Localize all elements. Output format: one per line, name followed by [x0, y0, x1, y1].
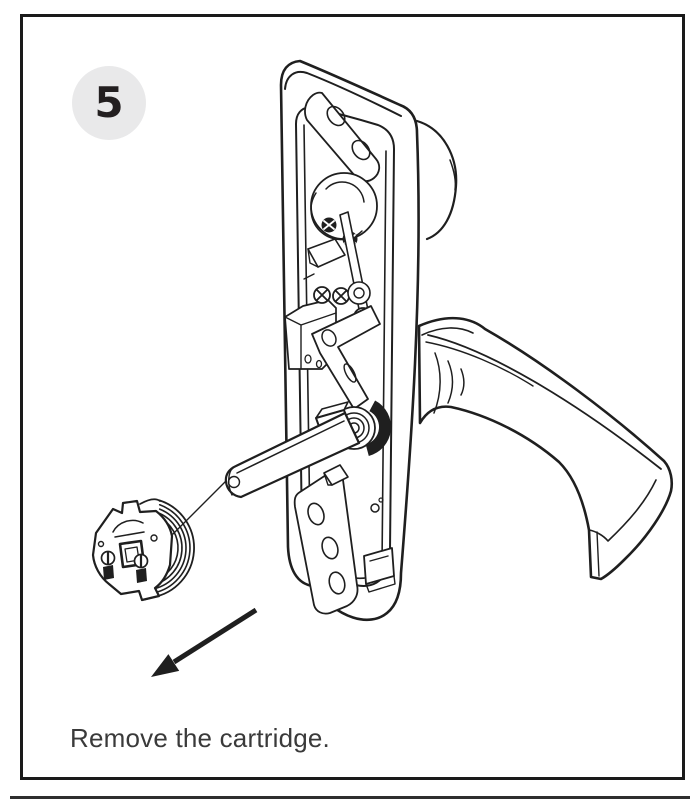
- knob-outline: [415, 119, 458, 241]
- step-number-badge: 5: [72, 66, 146, 140]
- chassis-mechanism: [284, 91, 396, 615]
- removal-arrow: [151, 607, 258, 677]
- alignment-line: [172, 480, 227, 535]
- chassis-plate: [279, 59, 420, 622]
- cartridge: [91, 498, 195, 602]
- spindle-bar: [224, 401, 361, 499]
- step-number: 5: [94, 78, 124, 127]
- next-panel-divider: [10, 796, 690, 799]
- lever-handle: [417, 316, 674, 581]
- step-caption: Remove the cartridge.: [70, 723, 330, 753]
- instruction-panel: 5: [20, 14, 685, 780]
